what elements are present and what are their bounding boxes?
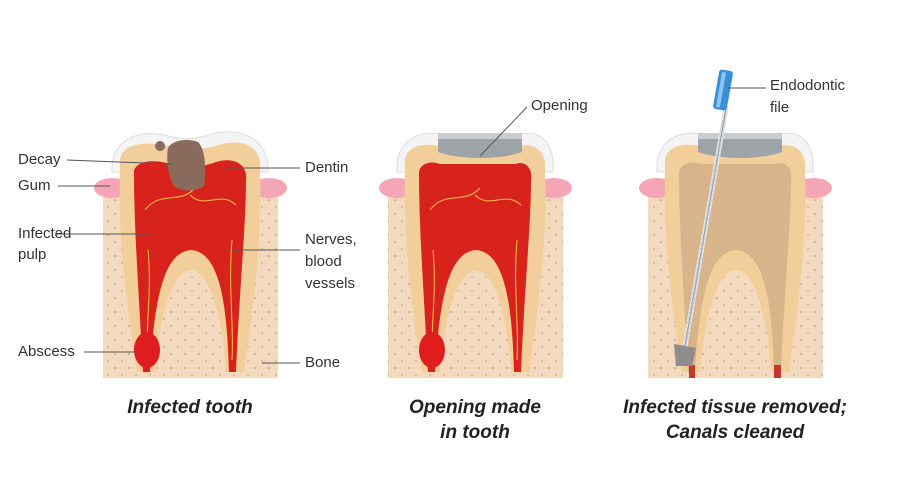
caption-infected-tooth: Infected tooth bbox=[90, 395, 290, 420]
opening-filling-top bbox=[438, 133, 522, 139]
file-tip bbox=[674, 344, 696, 366]
label-gum: Gum bbox=[18, 177, 51, 194]
file-handle-highlight bbox=[716, 71, 726, 108]
file-shaft-twist bbox=[684, 119, 726, 341]
label-abscess: Abscess bbox=[18, 343, 75, 360]
abscess bbox=[134, 332, 160, 368]
pulp bbox=[418, 162, 532, 372]
nerves bbox=[429, 187, 522, 361]
label-endodontic-file-line1: Endodontic bbox=[770, 77, 846, 94]
label-opening: Opening bbox=[531, 97, 588, 114]
caption-line: Canals cleaned bbox=[665, 422, 805, 443]
panel-infected-tooth bbox=[57, 131, 300, 378]
label-dentin: Dentin bbox=[305, 159, 349, 176]
panel-tissue-removed bbox=[639, 69, 832, 378]
label-nerves-line1: Nerves, bbox=[305, 231, 357, 248]
decay-spot bbox=[155, 141, 165, 151]
leader-opening bbox=[479, 106, 528, 157]
caption-opening-made: Opening made in tooth bbox=[370, 395, 580, 445]
label-decay: Decay bbox=[18, 151, 61, 168]
caption-line: Infected tissue removed; bbox=[623, 397, 847, 418]
caption-line: Infected tooth bbox=[127, 397, 253, 418]
label-nerves-line2: blood bbox=[305, 253, 342, 270]
opening-filling bbox=[438, 133, 522, 158]
opening-filling-top bbox=[698, 133, 782, 139]
label-nerves-line3: vessels bbox=[305, 275, 356, 292]
leader-lines bbox=[57, 159, 300, 364]
label-endodontic-file-line2: file bbox=[770, 99, 790, 116]
decay bbox=[167, 140, 206, 191]
nerves bbox=[144, 187, 237, 361]
endodontic-file bbox=[674, 69, 733, 366]
caption-line: in tooth bbox=[440, 422, 510, 443]
panel-opening-made bbox=[379, 106, 572, 378]
abscess bbox=[419, 332, 445, 368]
pulp bbox=[133, 160, 247, 372]
label-infected-pulp-line2: pulp bbox=[18, 246, 47, 263]
caption-line: Opening made bbox=[409, 397, 541, 418]
label-infected-pulp-line1: Infected bbox=[18, 225, 72, 242]
caption-tissue-removed: Infected tissue removed; Canals cleaned bbox=[595, 395, 875, 445]
label-bone: Bone bbox=[305, 354, 341, 371]
